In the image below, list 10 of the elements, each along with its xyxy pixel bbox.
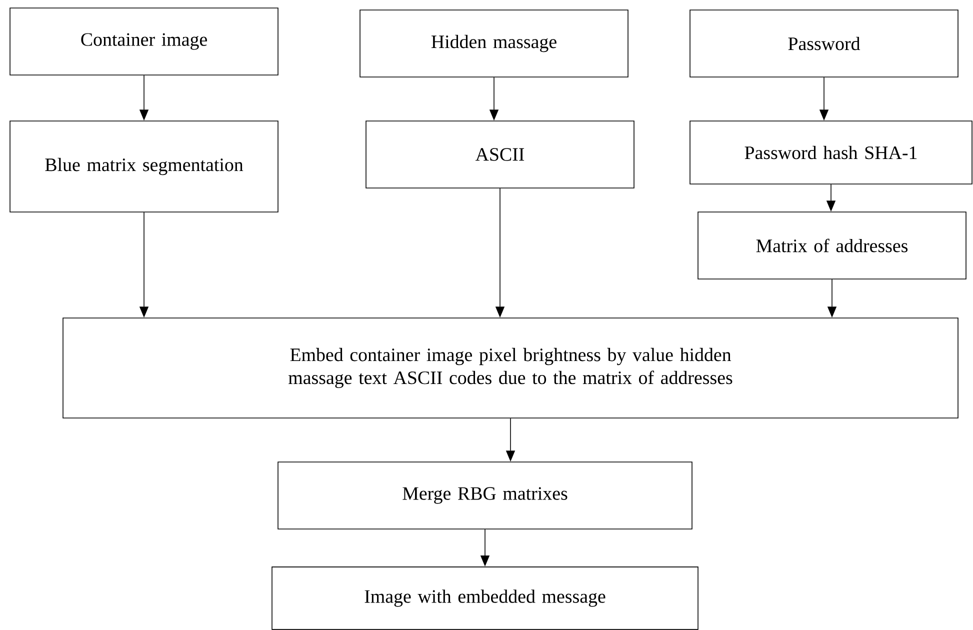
process-box: Embed container image pixel brightness by value hidden massage text ASCII codes due to the matrix of addresses	[62, 318, 958, 418]
process-box: Matrix of addresses	[698, 212, 966, 280]
process-box: Password	[690, 10, 958, 78]
process-box: Blue matrix segmentation	[10, 120, 278, 212]
process-box: ASCII	[366, 120, 634, 188]
process-box: Password hash SHA-1	[690, 120, 972, 184]
process-box: Container image	[10, 8, 278, 76]
process-box: Image with embedded message	[272, 566, 698, 630]
process-box: Hidden massage	[360, 10, 628, 78]
process-box: Merge RBG matrixes	[278, 462, 692, 530]
